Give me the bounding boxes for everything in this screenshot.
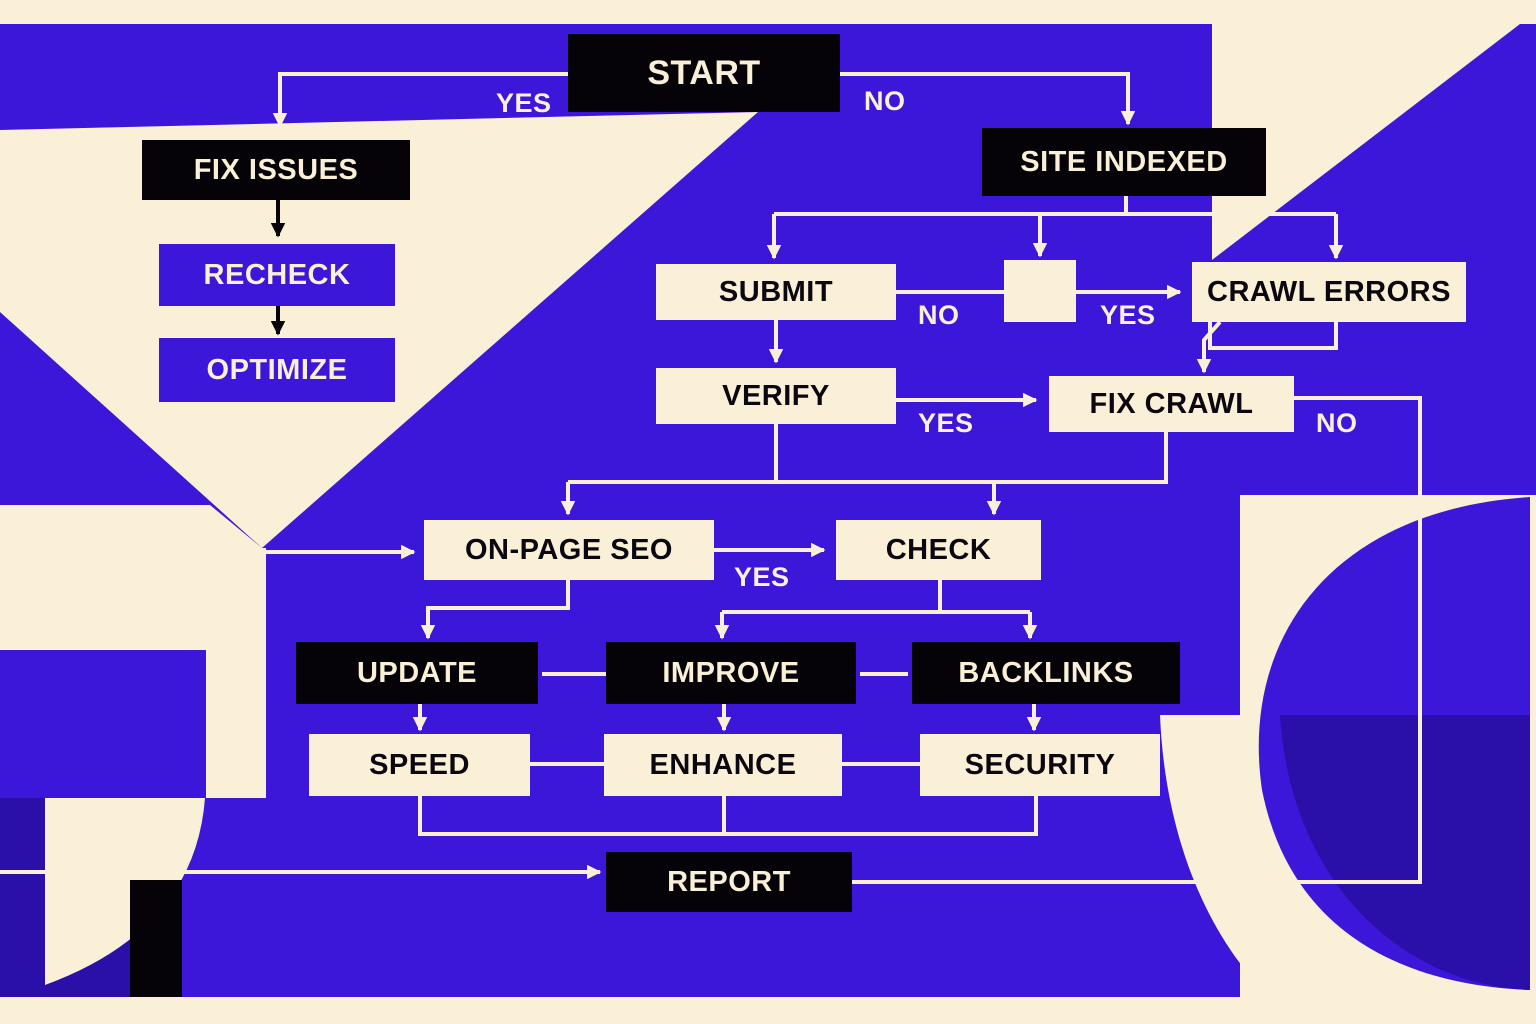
right-deep-quarter — [1280, 715, 1530, 990]
start-node: START — [568, 34, 840, 112]
label-on-page-yes: YES — [734, 562, 790, 592]
submit-node: SUBMIT — [656, 264, 896, 320]
label-start-no: NO — [864, 86, 906, 116]
update-node: UPDATE — [296, 642, 538, 704]
check-node: CHECK — [836, 520, 1041, 580]
backlinks-node: BACKLINKS — [912, 642, 1180, 704]
label-start-yes: YES — [496, 88, 552, 118]
background-shapes — [0, 24, 1536, 997]
fix-issues-node: FIX ISSUES — [142, 140, 410, 200]
security-node: SECURITY — [920, 734, 1160, 796]
edge-start-yes — [272, 72, 568, 128]
left-cream-strip — [206, 548, 266, 798]
verify-node: VERIFY — [656, 368, 896, 424]
bottom-right-cream-arc — [1160, 715, 1390, 997]
connectors — [0, 72, 1422, 884]
label-fix-crawl-no: NO — [1316, 408, 1358, 438]
fix-crawl-node: FIX CRAWL — [1049, 376, 1294, 432]
edge-start-no — [840, 72, 1136, 126]
label-submit-no: NO — [918, 300, 960, 330]
on-page-seo-node: ON-PAGE SEO — [424, 520, 714, 580]
bottom-left-black-corner — [130, 880, 182, 997]
edge-left-onpage — [260, 544, 416, 560]
top-left-cream-triangle — [0, 112, 758, 548]
label-decision-yes: YES — [1100, 300, 1156, 330]
edge-crawl-fixcrawl — [1196, 320, 1222, 374]
crawl-errors-node: CRAWL ERRORS — [1192, 262, 1466, 322]
improve-node: IMPROVE — [606, 642, 856, 704]
label-verify-yes: YES — [918, 408, 974, 438]
top-right-cream-triangle — [1212, 24, 1520, 260]
edge-bottom-merge — [418, 796, 1038, 836]
site-indexed-node: SITE INDEXED — [982, 128, 1266, 196]
edge-onpage-update — [420, 580, 570, 640]
edge-fixcrawl-no — [852, 396, 1422, 884]
optimize-node: OPTIMIZE — [159, 338, 395, 402]
enhance-node: ENHANCE — [604, 734, 842, 796]
report-node: REPORT — [606, 852, 852, 912]
decision-node — [1004, 260, 1076, 322]
speed-node: SPEED — [309, 734, 530, 796]
recheck-node: RECHECK — [159, 244, 395, 306]
bottom-left-cream-arc — [45, 798, 205, 985]
